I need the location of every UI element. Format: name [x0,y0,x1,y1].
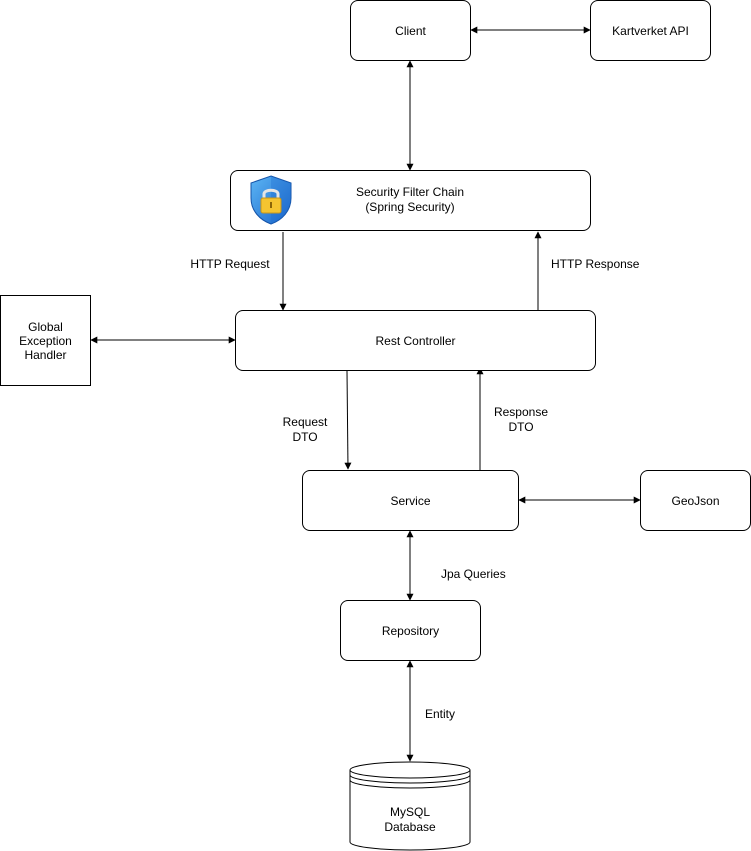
response-dto-label: Response DTO [493,405,549,434]
database-label: MySQL Database [384,805,436,834]
jpa-queries-label: Jpa Queries [441,567,506,581]
edge-request-dto [344,370,352,470]
global-exception-handler-node[interactable]: Global Exception Handler [0,295,91,386]
rest-controller-node[interactable]: Rest Controller [235,310,596,371]
request-dto-label: Request DTO [282,415,328,444]
http-request-label: HTTP Request [190,257,270,271]
database-cylinder[interactable] [349,761,471,851]
shield-lock-icon [250,175,292,225]
security-filter-chain-label: Security Filter Chain (Spring Security) [355,185,465,214]
repository-node[interactable]: Repository [340,600,481,661]
kartverket-api-node[interactable]: Kartverket API [590,0,711,61]
client-node[interactable]: Client [350,0,471,61]
service-node[interactable]: Service [302,470,519,531]
http-response-label: HTTP Response [551,257,640,271]
entity-label: Entity [425,707,456,721]
geojson-node[interactable]: GeoJson [640,470,751,531]
